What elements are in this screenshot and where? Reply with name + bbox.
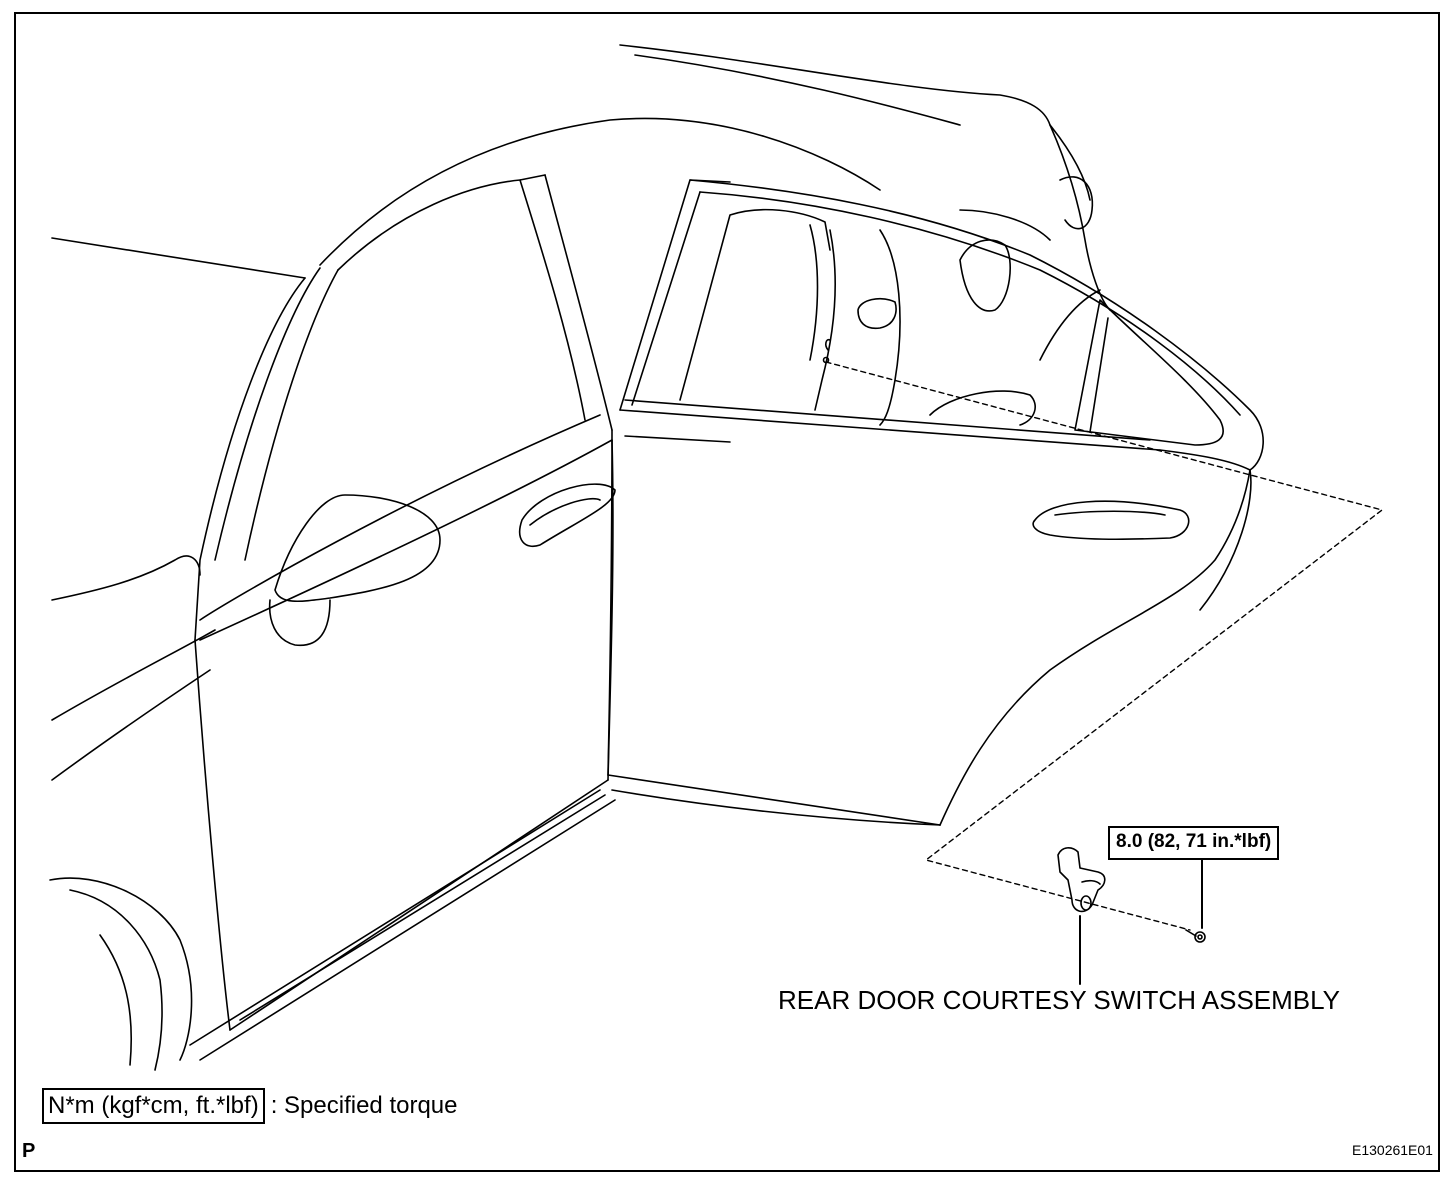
leader-lines	[825, 361, 1383, 931]
front-door-handle	[518, 483, 616, 547]
callout-leaders	[1079, 855, 1203, 985]
side-mirror	[268, 494, 441, 647]
hood-line	[51, 237, 306, 279]
front-body-lines	[49, 555, 216, 1071]
rear-door-window-frame	[619, 179, 1264, 471]
roof-lines	[319, 44, 1091, 266]
rear-door-body	[607, 429, 1252, 826]
rear-door-handle	[1032, 500, 1190, 541]
part-label: REAR DOOR COURTESY SWITCH ASSEMBLY	[778, 985, 1340, 1015]
torque-legend: N*m (kgf*cm, ft.*lbf) : Specified torque	[42, 1088, 458, 1124]
legend-unit-box: N*m (kgf*cm, ft.*lbf)	[42, 1088, 265, 1124]
courtesy-switch-icon	[1057, 847, 1106, 913]
torque-callout: 8.0 (82, 71 in.*lbf)	[1108, 826, 1280, 860]
interior-details	[809, 224, 1101, 426]
diagram-frame	[14, 12, 1440, 1172]
figure-id: E130261E01	[1352, 1142, 1433, 1158]
bolt-icon	[1185, 929, 1206, 943]
view-code: P	[22, 1140, 36, 1162]
rear-quarter-window	[1074, 299, 1224, 446]
front-door-body	[189, 414, 616, 1061]
rear-body-lines	[959, 124, 1111, 311]
legend-description: : Specified torque	[270, 1092, 458, 1119]
front-door-frame	[194, 174, 613, 641]
